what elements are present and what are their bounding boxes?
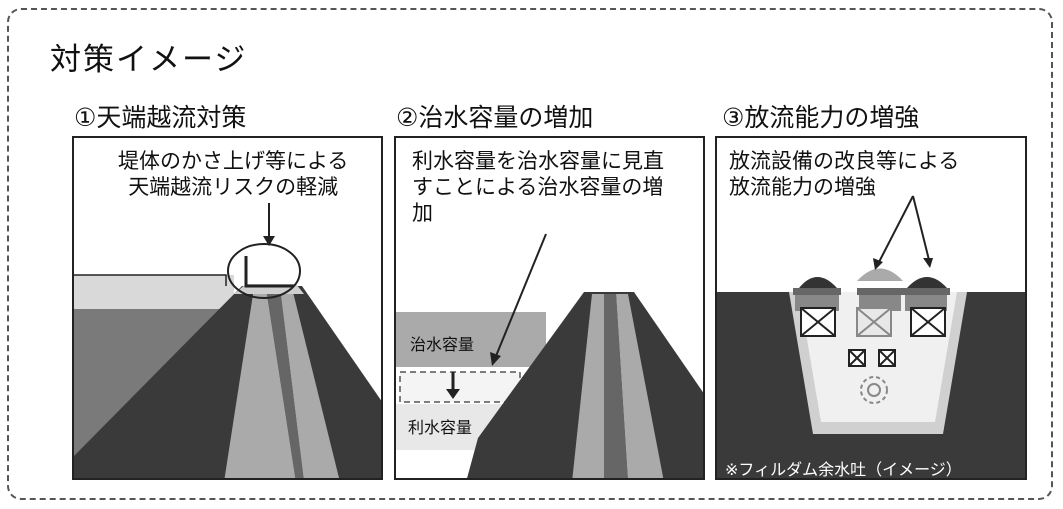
dashed-frame xyxy=(7,8,1053,500)
section-1-caption-line-2: 天端越流リスクの軽減 xyxy=(128,175,339,199)
capacity-illustration xyxy=(396,233,703,478)
water-use-capacity-label: 利水容量 xyxy=(408,418,473,437)
dam-crest-illustration xyxy=(74,203,381,478)
section-1-caption-line-1: 堤体のかさ上げ等による xyxy=(118,149,349,173)
panel-overtopping: 堤体のかさ上げ等による 天端越流リスクの軽減 xyxy=(72,136,383,480)
fill-dam-spillway-note: ※フィルダム余水吐（イメージ） xyxy=(725,460,962,479)
spillway-illustration xyxy=(717,195,1025,478)
page-title: 対策イメージ xyxy=(50,42,248,78)
section-2-heading: ②治水容量の増加 xyxy=(396,103,594,132)
panel-flood-capacity: 利水容量を治水容量に見直 すことによる治水容量の増 加 治水容量 利水容量 xyxy=(394,136,705,480)
panel-discharge: 放流設備の改良等による 放流能力の増強 ※フィルダム余水吐（イメージ） xyxy=(715,136,1027,480)
flood-capacity-label: 治水容量 xyxy=(410,335,475,354)
section-3-caption: 放流設備の改良等による 放流能力の増強 xyxy=(729,148,959,200)
section-3-caption-line-2: 放流能力の増強 xyxy=(729,175,876,199)
section-1-caption: 堤体のかさ上げ等による 天端越流リスクの軽減 xyxy=(118,148,348,200)
section-1-heading: ①天端越流対策 xyxy=(74,103,247,132)
section-2-caption-line-3: 加 xyxy=(412,201,433,225)
section-2-caption: 利水容量を治水容量に見直 すことによる治水容量の増 加 xyxy=(412,148,664,226)
section-2-caption-line-1: 利水容量を治水容量に見直 xyxy=(412,149,664,173)
section-2-caption-line-2: すことによる治水容量の増 xyxy=(412,175,664,199)
section-3-heading: ③放流能力の増強 xyxy=(722,103,920,132)
section-3-caption-line-1: 放流設備の改良等による xyxy=(729,149,960,173)
